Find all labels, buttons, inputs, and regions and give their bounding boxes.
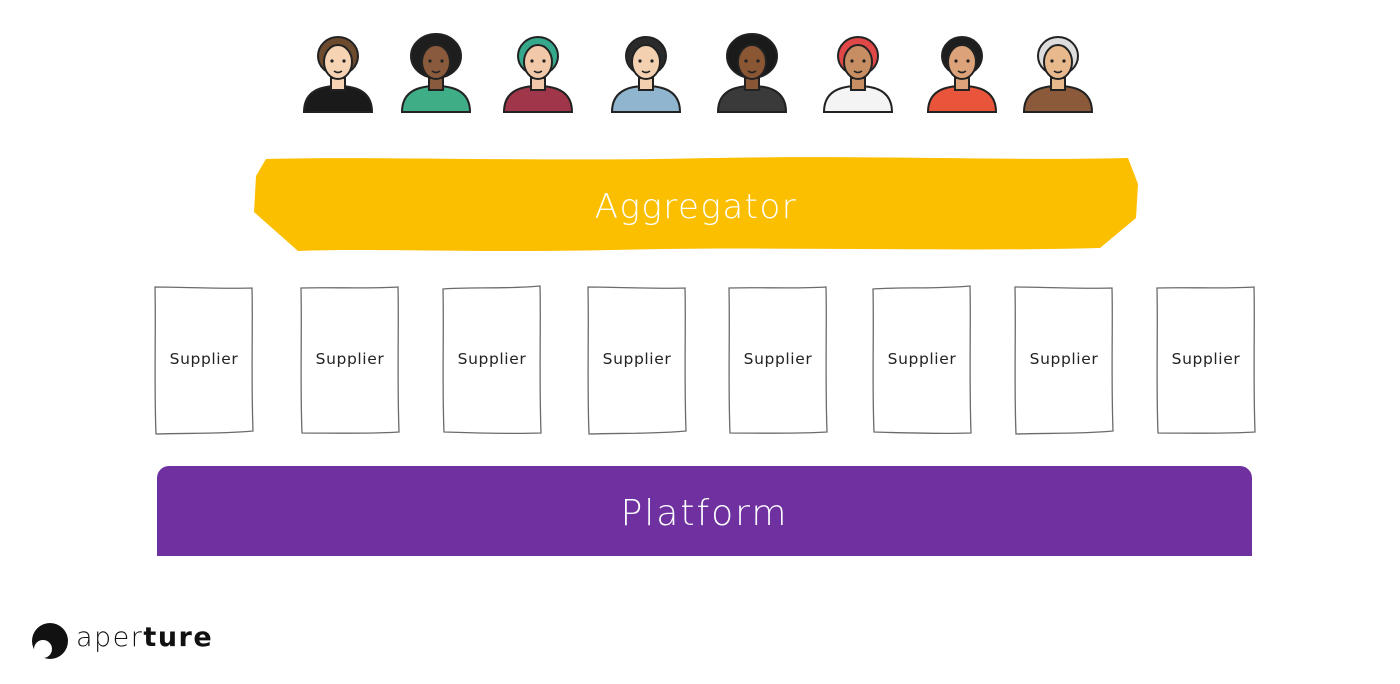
supplier-box: Supplier — [1012, 284, 1116, 438]
supplier-box-outline — [154, 286, 254, 435]
supplier-box-outline — [442, 285, 542, 435]
supplier-box-outline — [587, 286, 687, 435]
supplier-label: Supplier — [457, 350, 527, 368]
supplier-box: Supplier — [870, 284, 974, 438]
supplier-box-outline — [1156, 286, 1256, 434]
logo-text-light: aper — [76, 622, 144, 653]
supplier-label: Supplier — [743, 350, 813, 368]
supplier-box-outline — [872, 285, 972, 435]
man-beard-black-shirt-icon — [298, 32, 378, 114]
logo-text-bold: ture — [143, 622, 214, 653]
woman-saree-bindi-icon — [922, 32, 1002, 114]
supplier-label: Supplier — [315, 350, 385, 368]
supplier-box: Supplier — [440, 284, 544, 438]
supplier-label: Supplier — [1029, 350, 1099, 368]
aggregator-layer: Aggregator — [252, 156, 1140, 252]
woman-teal-hair-glasses-icon — [498, 32, 578, 114]
platform-label: Platform — [620, 493, 789, 534]
supplier-box: Supplier — [1154, 284, 1258, 438]
aggregator-label: Aggregator — [594, 187, 798, 227]
users-row — [0, 0, 1400, 130]
supplier-box: Supplier — [298, 284, 402, 438]
supplier-box-outline — [300, 286, 400, 434]
supplier-box: Supplier — [152, 284, 256, 438]
supplier-box-outline — [1014, 286, 1114, 435]
aperture-logo-icon — [32, 623, 68, 659]
aggregator-shape — [254, 157, 1138, 251]
man-keffiyeh-icon — [818, 32, 898, 114]
supplier-label: Supplier — [1171, 350, 1241, 368]
supplier-label: Supplier — [887, 350, 957, 368]
suppliers-row: Supplier Supplier Supplier Supplier Supplier… — [0, 284, 1400, 440]
supplier-box: Supplier — [585, 284, 689, 438]
supplier-label: Supplier — [602, 350, 672, 368]
old-man-bald-icon — [1018, 32, 1098, 114]
supplier-label: Supplier — [169, 350, 239, 368]
supplier-box: Supplier — [726, 284, 830, 438]
woman-afro-icon — [712, 32, 792, 114]
aperture-logo: aperture — [30, 620, 230, 664]
man-beard-plaid-shirt-icon — [606, 32, 686, 114]
supplier-box-outline — [728, 286, 828, 434]
platform-layer: Platform — [157, 466, 1252, 556]
aperture-logo-text: aperture — [76, 622, 213, 653]
man-afro-glasses-scarf-icon — [396, 32, 476, 114]
